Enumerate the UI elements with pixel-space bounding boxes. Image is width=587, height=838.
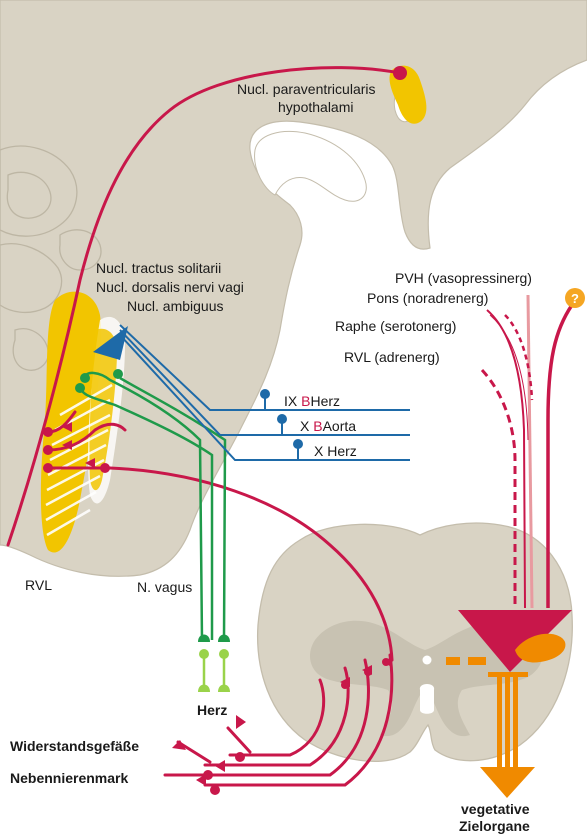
- label-pvh: PVH (vasopressinerg): [395, 270, 532, 286]
- label-pvn-line1: Nucl. paraventricularis: [237, 81, 376, 97]
- label-widerstandsgefaesse: Widerstandsgefäße: [10, 738, 139, 754]
- ventricle-cavity: [255, 131, 367, 201]
- label-pons: Pons (noradrenerg): [367, 290, 488, 306]
- label-dmv: Nucl. dorsalis nervi vagi: [96, 279, 244, 295]
- label-ambiguus: Nucl. ambiguus: [127, 298, 224, 314]
- label-afferent-x-herz: X Herz: [314, 443, 357, 459]
- label-vegetative-line2: Zielorgane: [459, 818, 530, 834]
- label-afferent-ix: IX BHerz: [284, 393, 340, 409]
- label-vegetative-line1: vegetative: [461, 801, 530, 817]
- label-herz: Herz: [197, 702, 227, 718]
- label-rvl-adrenerg: RVL (adrenerg): [344, 349, 440, 365]
- label-vagus: N. vagus: [137, 579, 192, 595]
- question-mark-label: ?: [571, 291, 579, 306]
- label-afferent-x-aorta: X BAorta: [300, 418, 356, 434]
- label-nts: Nucl. tractus solitarii: [96, 260, 221, 276]
- label-raphe: Raphe (serotonerg): [335, 318, 456, 334]
- label-pvn-line2: hypothalami: [278, 99, 354, 115]
- label-nebennierenmark: Nebennierenmark: [10, 770, 128, 786]
- label-rvl: RVL: [25, 577, 52, 593]
